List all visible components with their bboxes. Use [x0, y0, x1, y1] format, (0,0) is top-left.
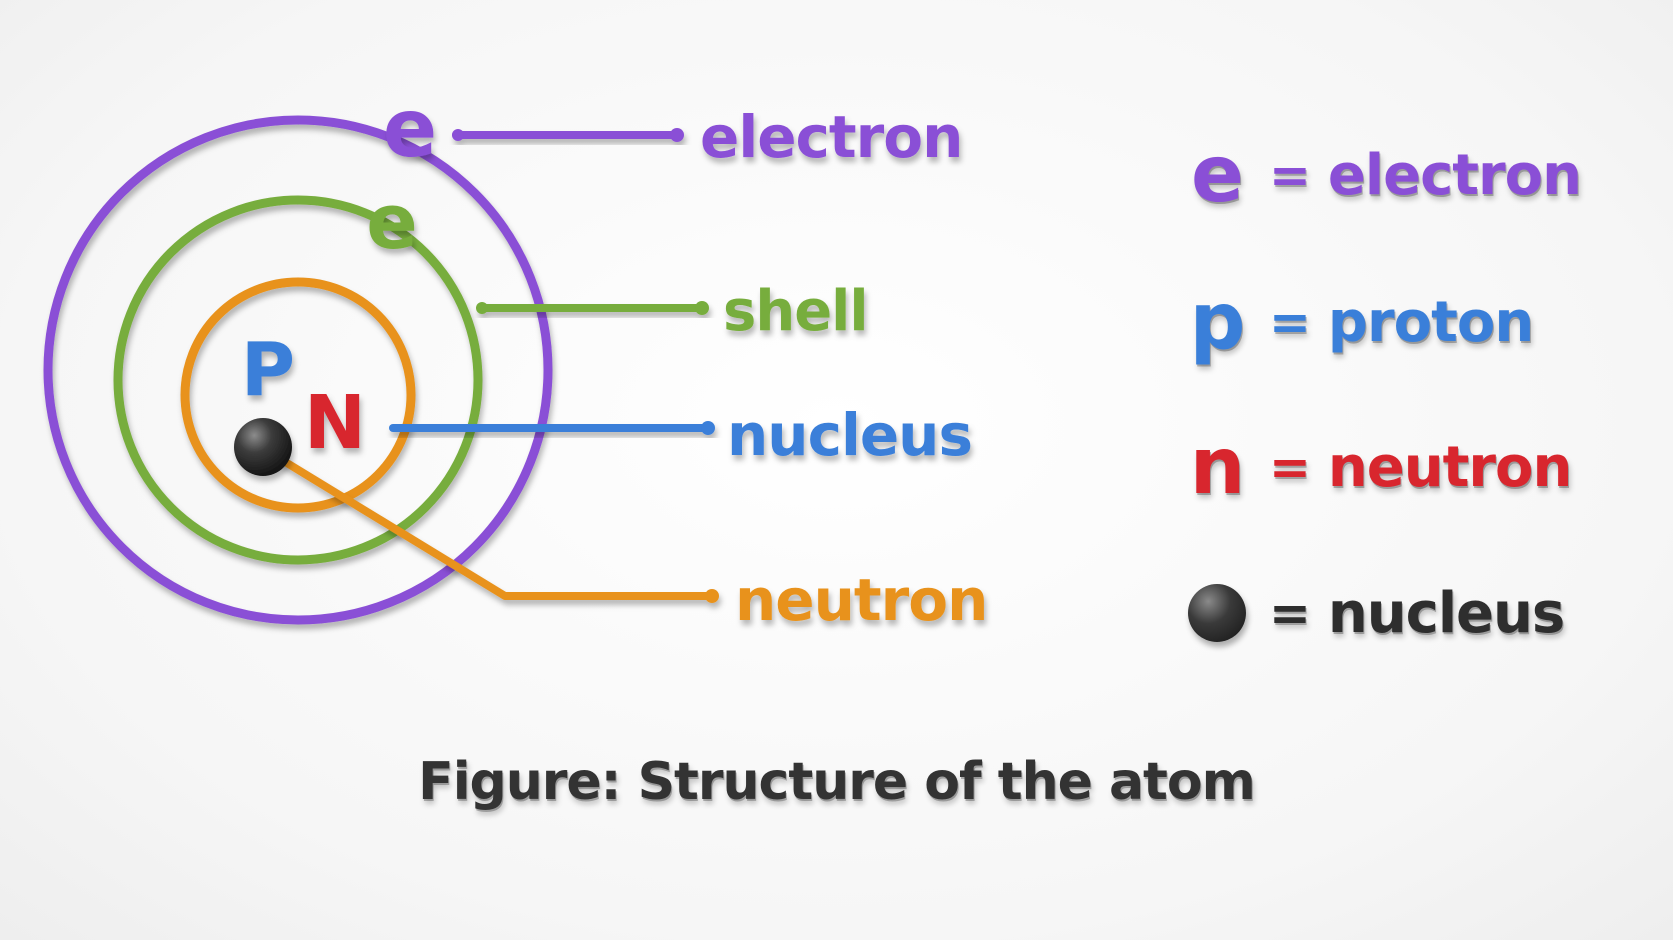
callout-nucleus-label: nucleus [727, 401, 972, 469]
legend-neutron-symbol: n [1189, 422, 1246, 512]
legend-electron-symbol: e [1191, 130, 1244, 220]
figure-caption: Figure: Structure of the atom [418, 752, 1256, 812]
callout-electron-label: electron [700, 103, 962, 171]
legend-equals: = [1269, 146, 1311, 204]
legend-equals: = [1269, 584, 1311, 642]
legend-row-electron: e = electron [1185, 130, 1582, 220]
outer-shell-ring [43, 115, 553, 625]
callout-neutron-label: neutron [735, 566, 987, 634]
legend-nucleus-symbol [1185, 584, 1249, 642]
ball-icon [1188, 584, 1246, 642]
outer-electron-symbol: e [383, 82, 437, 175]
legend-electron-meaning: electron [1327, 142, 1582, 208]
proton-symbol: P [241, 327, 295, 413]
legend-proton-symbol: p [1189, 277, 1246, 367]
neutron-symbol: N [304, 380, 366, 466]
legend-row-neutron: n = neutron [1185, 422, 1573, 512]
legend-nucleus-meaning: nucleus [1327, 580, 1565, 646]
legend-equals: = [1269, 293, 1311, 351]
nucleus-leader-line [389, 421, 715, 435]
legend-equals: = [1269, 438, 1311, 496]
legend-row-proton: p = proton [1185, 277, 1535, 367]
legend-proton-meaning: proton [1327, 289, 1534, 355]
neutron-leader-line [278, 456, 719, 603]
legend-row-nucleus: = nucleus [1185, 568, 1565, 658]
callout-shell-label: shell [723, 279, 868, 344]
electron-leader-line [452, 128, 684, 142]
nucleus-ball-icon [234, 418, 292, 476]
nucleus-ring [180, 277, 416, 513]
shell-leader-line [476, 301, 709, 315]
inner-shell-ring [113, 195, 483, 565]
inner-electron-symbol: e [366, 177, 418, 266]
legend-neutron-meaning: neutron [1327, 434, 1572, 500]
